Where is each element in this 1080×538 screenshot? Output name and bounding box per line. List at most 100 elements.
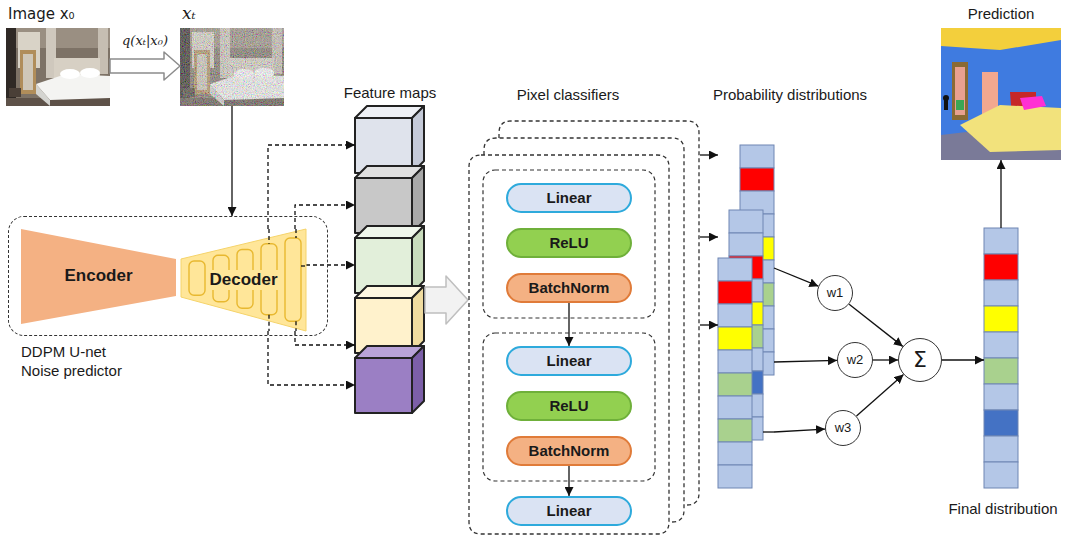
layer-label: Linear [546, 502, 591, 520]
image-title: Image x₀ [8, 5, 75, 23]
weight-circle: w3 [825, 410, 861, 446]
feature-stub-line [301, 265, 306, 266]
big-flow-arrow [425, 276, 468, 324]
classifier-outline [484, 138, 684, 522]
seg-plant [956, 100, 964, 110]
weight-circle: w1 [817, 275, 853, 311]
bar-segment [718, 281, 752, 304]
seg-ceiling [941, 28, 1061, 50]
linear-layer: Linear [506, 496, 632, 526]
layer-label: Linear [546, 352, 591, 370]
bar-title: Final distribution [948, 500, 1057, 518]
bar-segment [718, 327, 752, 350]
bar-segment [718, 258, 752, 281]
layer-label: ReLU [549, 234, 588, 252]
bar-segment [984, 410, 1018, 436]
bar-segment [984, 280, 1018, 306]
output-arrow [700, 236, 718, 237]
feature-stub-line [268, 315, 269, 331]
bar-stub-line [763, 431, 774, 432]
seg-mirror-frame [952, 62, 968, 120]
cube-front [355, 238, 412, 293]
stack-title: Pixel classifiers [517, 86, 620, 104]
prediction-arrow [1000, 160, 1001, 228]
feature-arrow [306, 264, 355, 265]
cube-side [412, 346, 424, 413]
layer-label: Linear [546, 189, 591, 207]
linear-layer: Linear [506, 346, 632, 376]
image-title: xₜ [182, 3, 196, 23]
bar-segment [718, 304, 752, 327]
feature-cubes [355, 106, 424, 413]
layer-label: BatchNorm [529, 442, 610, 460]
bar-segment [984, 358, 1018, 384]
relu-layer: ReLU [506, 391, 632, 421]
bar-segment [984, 462, 1018, 488]
final-distribution-bar: Final distribution [984, 228, 1018, 488]
decoder-layer [189, 261, 205, 295]
cube-side [412, 226, 424, 293]
feature-stub-line [295, 229, 296, 238]
encoder-block: Encoder [21, 229, 176, 324]
feature-arrow [295, 205, 355, 229]
prediction-map: Prediction [941, 28, 1061, 160]
cube-front [355, 298, 412, 353]
classifier-block-outline [483, 170, 655, 318]
feature-map-stack: Feature maps [355, 106, 425, 414]
pixel-classifier-stack: Pixel classifiersLinearReLUBatchNormLine… [468, 120, 700, 535]
stack-title: Probability distributions [713, 86, 867, 104]
feature-arrow [268, 331, 355, 385]
relu-layer: ReLU [506, 228, 632, 258]
bar-segment [718, 350, 752, 373]
linear-layer: Linear [506, 183, 632, 213]
bar-segment [984, 384, 1018, 410]
final-arrow [942, 359, 984, 360]
noisy-photo [180, 28, 284, 106]
feature-stub-line [268, 229, 269, 244]
bar-segment [729, 233, 763, 256]
cube-side [412, 166, 424, 233]
sum-arrow [856, 375, 903, 417]
sum-arrow [873, 359, 898, 360]
bar-segment [718, 373, 752, 396]
seg-bed [960, 105, 1061, 152]
layer-arrow [568, 466, 569, 496]
weight-label: w1 [827, 285, 844, 301]
decoder-trapezoid [181, 229, 306, 331]
diffusion-arrow [110, 52, 180, 80]
cube-front [355, 118, 412, 173]
output-arrow [700, 154, 718, 155]
decoder-layer [285, 238, 301, 321]
sum-arrow [849, 304, 903, 346]
cube-side [412, 286, 424, 353]
input-image: Image x₀ [6, 28, 110, 106]
input-photo [6, 28, 110, 106]
group-title: DDPM U-net Noise predictor [21, 343, 139, 381]
weight-circle: w2 [837, 342, 873, 378]
cube-side [412, 106, 424, 173]
layer-label: BatchNorm [529, 279, 610, 297]
stack-title: Feature maps [344, 84, 437, 102]
bar-segment [718, 396, 752, 419]
bar-segment [729, 210, 763, 233]
layer-arrow [568, 303, 569, 346]
bar-segment [984, 332, 1018, 358]
probability-bar-front [718, 258, 752, 488]
sum-symbol: Σ [913, 347, 927, 373]
block-label: Decoder [207, 270, 279, 290]
weight-arrow [774, 268, 818, 286]
bar-segment [984, 306, 1018, 332]
prediction-segmentation [941, 28, 1061, 160]
bar-segment [984, 254, 1018, 280]
sum-circle: Σ [898, 338, 942, 382]
noisy-image: xₜ [180, 28, 284, 106]
weight-arrow [774, 360, 837, 362]
seg-lamp [944, 100, 948, 110]
feature-arrow [295, 331, 355, 345]
final-bar [984, 228, 1018, 488]
layer-label: ReLU [549, 397, 588, 415]
feature-stub-line [295, 321, 296, 331]
encoder-trapezoid [21, 229, 176, 324]
image-title: Prediction [968, 5, 1035, 23]
weight-label: w3 [835, 420, 852, 436]
